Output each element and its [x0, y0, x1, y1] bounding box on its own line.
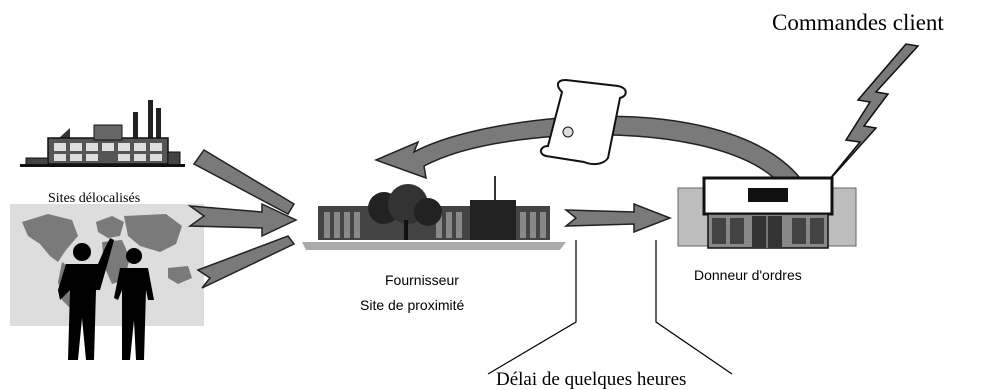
- ordering-party-label: Donneur d'ordres: [694, 267, 802, 283]
- business-people-icon: [58, 238, 154, 360]
- factory-icon: [20, 100, 185, 167]
- supplier-label: Fournisseur: [385, 272, 459, 288]
- customer-orders-label: Commandes client: [772, 10, 944, 35]
- proximity-site-label: Site de proximité: [360, 297, 464, 313]
- arrow-map-to-supplier: [187, 202, 298, 238]
- offshore-sites-label: Sites délocalisés: [48, 191, 140, 206]
- lead-time-bracket: [487, 240, 733, 375]
- lead-time-label: Délai de quelques heures: [496, 369, 686, 390]
- arrow-supplier-to-ordering-party: [563, 202, 673, 234]
- store-building-icon: [677, 176, 857, 249]
- lightning-bolt-icon: [823, 43, 920, 187]
- arrow-people-to-supplier: [196, 235, 296, 289]
- curved-arrow-orders-to-supplier: [373, 115, 802, 185]
- arrow-factory-to-supplier: [192, 149, 296, 215]
- office-building-icon: [302, 176, 566, 250]
- contract-scroll-icon: [540, 78, 627, 166]
